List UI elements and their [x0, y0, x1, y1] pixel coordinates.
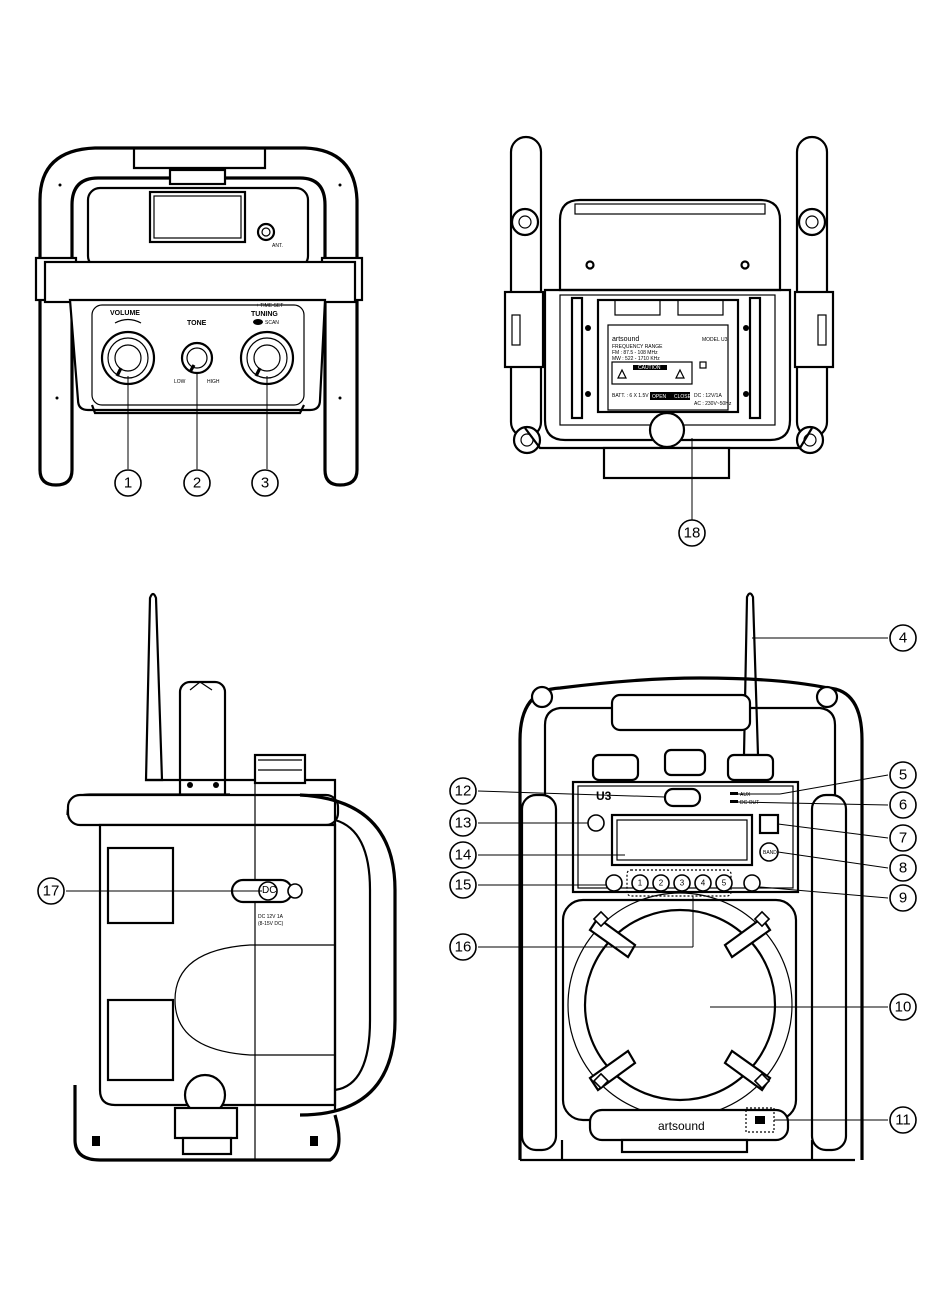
timeset-label: + TIME SET: [256, 303, 283, 309]
back-brand: artsound: [612, 336, 639, 343]
callout-number-6: 6: [899, 797, 907, 814]
front-model-badge: U3: [596, 789, 612, 803]
back-open: OPEN: [652, 394, 667, 400]
back-ac: AC : 230V~50Hz: [694, 401, 732, 407]
callout-number-11: 11: [895, 1112, 911, 1129]
callout-number-16: 16: [455, 939, 472, 956]
volume-label: VOLUME: [110, 310, 140, 317]
front-view: U3 AUX DC OUT BAND 1 2 3 4 5 artsound: [520, 594, 862, 1161]
ant-label: ANT.: [272, 243, 283, 249]
preset-label-3: 3: [680, 879, 685, 888]
callout-number-12: 12: [455, 783, 472, 800]
front-aux-label: AUX: [740, 792, 751, 798]
side-dc-label: DC: [262, 885, 276, 896]
preset-label-2: 2: [659, 879, 664, 888]
preset-label-1: 1: [638, 879, 643, 888]
tone-label: TONE: [187, 320, 207, 327]
tone-high-label: HIGH: [207, 379, 220, 385]
callout-number-14: 14: [455, 847, 472, 864]
back-dc: DC : 12V/1A: [694, 393, 722, 399]
callout-number-7: 7: [899, 830, 907, 847]
back-close: CLOSE: [674, 394, 692, 400]
back-batt: BATT. : 6 X 1.5V: [612, 393, 649, 399]
callout-number-18: 18: [684, 525, 701, 542]
scan-label: SCAN: [265, 320, 279, 326]
front-band-label: BAND: [763, 850, 777, 856]
top-view: ANT. VOLUME TONE LOW HIGH + TIME SET TUN…: [36, 148, 362, 485]
callout-number-8: 8: [899, 860, 907, 877]
front-brand: artsound: [658, 1119, 705, 1133]
side-dc-spec1: DC 12V 1A: [258, 914, 284, 920]
callout-number-2: 2: [193, 475, 201, 492]
back-model: MODEL U3: [702, 337, 728, 343]
side-view: DC DC 12V 1A (8-15V DC): [68, 594, 395, 1160]
callout-number-3: 3: [261, 475, 269, 492]
callout-number-17: 17: [43, 883, 60, 900]
back-mw-range: MW : 522 - 1710 KHz: [612, 356, 660, 362]
callout-number-15: 15: [455, 877, 472, 894]
front-dcout-label: DC OUT: [740, 800, 759, 806]
side-dc-spec2: (8-15V DC): [258, 921, 284, 927]
callout-number-1: 1: [124, 475, 132, 492]
tone-low-label: LOW: [174, 379, 186, 385]
callout-number-13: 13: [455, 815, 472, 832]
back-view: artsound MODEL U3 FREQUENCY RANGE FM : 8…: [505, 137, 833, 520]
preset-label-4: 4: [701, 879, 706, 888]
callout-number-4: 4: [899, 630, 907, 647]
preset-label-5: 5: [722, 879, 727, 888]
callout-number-5: 5: [899, 767, 907, 784]
callout-number-9: 9: [899, 890, 907, 907]
tuning-label: TUNING: [251, 311, 278, 318]
back-caution: CAUTION: [638, 365, 661, 371]
callout-number-10: 10: [895, 999, 912, 1016]
